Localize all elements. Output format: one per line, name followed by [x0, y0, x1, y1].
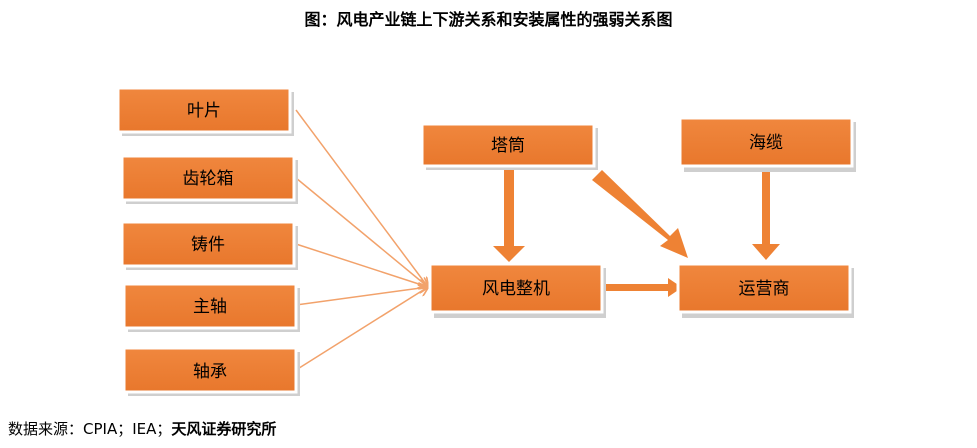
thick-arrows [493, 168, 780, 297]
node-submarine-cable: 海缆 [678, 116, 856, 172]
node-blade: 叶片 [116, 86, 294, 136]
node-tower: 塔筒 [420, 122, 598, 170]
source-note: 数据来源：CPIA；IEA；天风证券研究所 [8, 418, 276, 439]
node-gearbox-label: 齿轮箱 [183, 169, 234, 189]
arrow-blade-to-turbine [295, 109, 428, 287]
component-arrows [295, 109, 428, 371]
node-casting: 铸件 [120, 220, 298, 270]
node-casting-label: 铸件 [191, 235, 225, 255]
arrow-casting-to-turbine [295, 243, 428, 287]
node-tower-label: 塔筒 [491, 136, 525, 156]
node-submarine-cable-label: 海缆 [749, 133, 783, 153]
node-main-shaft-label: 主轴 [193, 297, 227, 317]
arrow-cable-to-operator [752, 170, 780, 260]
arrow-tower-to-turbine [493, 168, 525, 262]
node-bearing: 轴承 [122, 346, 300, 396]
source-org: 天风证券研究所 [171, 420, 277, 438]
arrow-bearing-to-turbine [295, 287, 428, 371]
node-bearing-label: 轴承 [193, 362, 227, 382]
node-operator-label: 运营商 [739, 279, 790, 299]
node-blade-label: 叶片 [187, 101, 221, 121]
arrow-turbine-to-operator [604, 278, 682, 297]
node-main-shaft: 主轴 [122, 282, 300, 332]
node-gearbox: 齿轮箱 [120, 154, 298, 204]
arrow-shaft-to-turbine [295, 287, 428, 306]
source-prefix: 数据来源：CPIA；IEA； [8, 420, 172, 438]
node-operator: 运营商 [676, 262, 854, 318]
node-turbine: 风电整机 [428, 262, 606, 318]
diagram-title: 图：风电产业链上下游关系和安装属性的强弱关系图 [304, 10, 673, 29]
node-turbine-label: 风电整机 [482, 279, 550, 299]
arrow-gearbox-to-turbine [295, 177, 428, 287]
arrow-tower-to-operator [592, 170, 688, 258]
